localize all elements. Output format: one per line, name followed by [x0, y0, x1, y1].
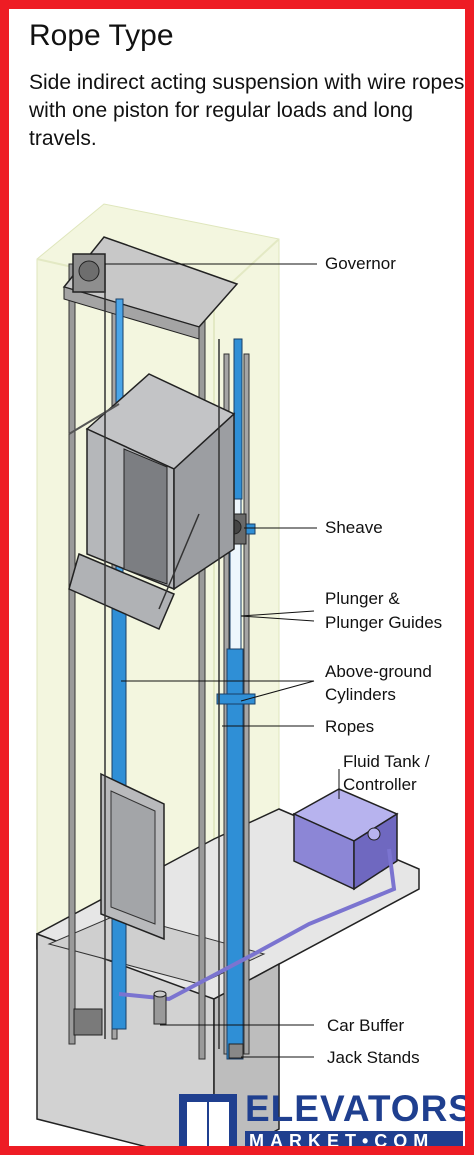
logo-market-com: MARKET•COM	[249, 1131, 435, 1151]
label-sheave: Sheave	[325, 518, 383, 537]
cylinder-right	[226, 648, 244, 1060]
label-cylinders-1: Above-ground	[325, 662, 432, 681]
logo-elevators: ELEVATORS	[245, 1088, 474, 1129]
label-ropes: Ropes	[325, 717, 375, 736]
leader-plunger-b	[240, 615, 315, 622]
car-rope-diagonal	[158, 513, 200, 610]
label-tank-2: Controller	[343, 775, 417, 794]
elevator-illustration	[36, 203, 463, 1146]
governor-tension	[73, 1008, 103, 1036]
pit-floor	[47, 913, 266, 985]
landing-door-panel	[110, 790, 156, 925]
fluid-tank-side	[353, 812, 398, 891]
label-jack-stands: Jack Stands	[327, 1048, 420, 1067]
jack-stand	[228, 1043, 244, 1059]
car-buffer	[153, 993, 167, 1025]
label-tank-1: Fluid Tank /	[343, 752, 430, 771]
label-plunger-1: Plunger &	[325, 589, 400, 608]
leader-cylinders-b	[240, 680, 315, 702]
page-subtitle: Side indirect acting suspension with wir…	[29, 71, 465, 150]
label-governor: Governor	[325, 254, 396, 273]
car-platform	[68, 552, 175, 630]
plunger-guide-bracket-2	[216, 693, 256, 705]
governor-wheel	[78, 260, 100, 282]
car-crossbar	[68, 403, 120, 435]
page-title: Rope Type	[29, 19, 174, 52]
controller-knob	[367, 827, 381, 841]
leader-plunger-a	[240, 610, 315, 617]
label-cylinders-2: Cylinders	[325, 685, 396, 704]
logo-market-bar	[245, 1131, 463, 1146]
label-car-buffer: Car Buffer	[327, 1016, 405, 1035]
label-plunger-2: Plunger Guides	[325, 613, 443, 632]
overhead-beam-face	[63, 286, 200, 340]
car-buffer-top	[153, 990, 167, 998]
guide-rail-left	[68, 263, 76, 1045]
right-upper-pipe	[233, 338, 243, 500]
pit-front	[36, 932, 215, 1146]
car-door-opening	[123, 448, 168, 585]
